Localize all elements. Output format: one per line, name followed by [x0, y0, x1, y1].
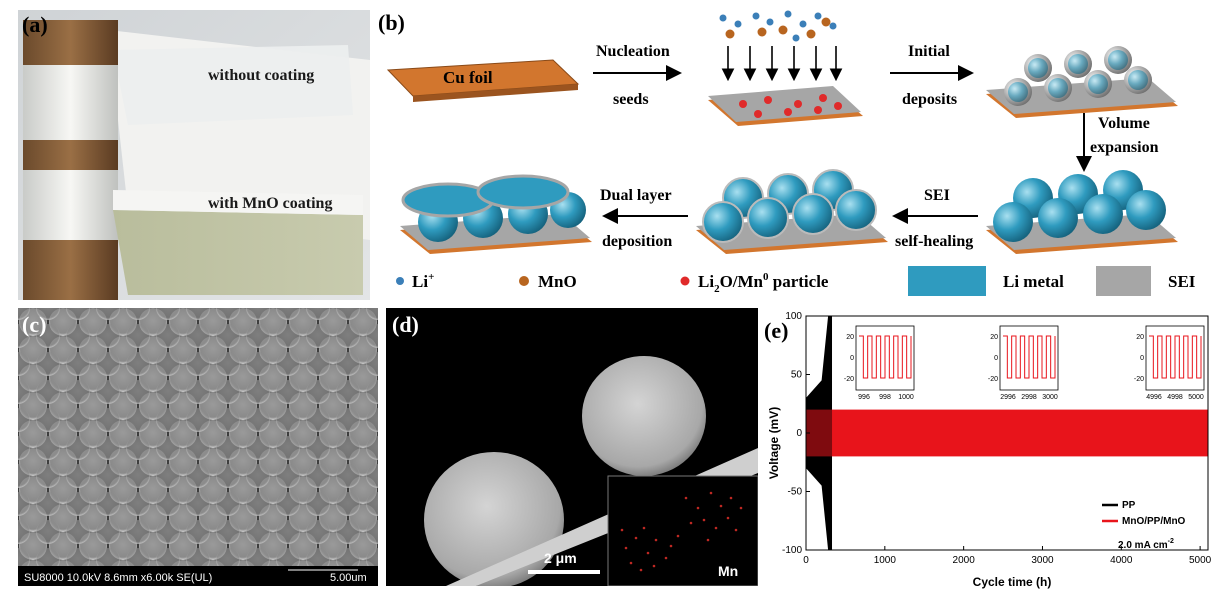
y-tick-label: 0: [796, 428, 802, 439]
chart-legend: PP MnO/PP/MnO 2.0 mA cm-2: [1102, 500, 1186, 551]
inset-x-tick-label: 3000: [1042, 394, 1058, 401]
sei-swatch: [1096, 266, 1151, 296]
legend-pp: PP: [1122, 500, 1136, 511]
mno-marker: [519, 276, 529, 286]
cu-foil-label: Cu foil: [443, 68, 493, 87]
y-tick-label: 50: [791, 370, 803, 381]
nucleation-label: Nucleation: [596, 43, 670, 60]
inset-y-tick-label: 0: [1140, 355, 1144, 362]
inset-y-tick-label: 20: [1136, 334, 1144, 341]
with-coating-label: with MnO coating: [208, 195, 332, 212]
eds-inset: [607, 475, 758, 586]
panel-b: Cu foil Nucleation seeds: [378, 8, 1212, 300]
inset-x-tick-label: 5000: [1188, 394, 1204, 401]
volume-label: Volume: [1098, 115, 1150, 132]
y-axis-label: Voltage (mV): [767, 407, 781, 479]
initial-label: Initial: [908, 43, 950, 60]
dual-layer-label: Dual layer: [600, 187, 672, 204]
inset-x-tick-label: 1000: [898, 394, 914, 401]
y-tick-label: -100: [782, 545, 802, 556]
seeds-label: seeds: [613, 91, 649, 108]
sem-image: SU8000 10.0kV 8.6mm x6.00k SE(UL) 5.00um: [18, 308, 378, 586]
seeds-plate: [708, 10, 863, 126]
deposition-label: deposition: [602, 233, 672, 250]
x-axis-label: Cycle time (h): [973, 575, 1052, 589]
panel-b-label: (b): [378, 10, 405, 35]
self-healing-plate: [696, 169, 888, 254]
mn-label: Mn: [718, 563, 738, 579]
sei-step-label: SEI: [924, 187, 950, 204]
expansion-plate: [986, 170, 1178, 254]
legend-sei: SEI: [1168, 272, 1196, 291]
mn-dots: [620, 491, 743, 572]
x-tick-label: 0: [803, 555, 809, 566]
inset-y-tick-label: 0: [850, 355, 854, 362]
panel-c: SU8000 10.0kV 8.6mm x6.00k SE(UL) 5.00um…: [18, 308, 378, 586]
dual-layer-plate: [400, 174, 592, 254]
legend-particle: Li2O/Mn0 particle: [698, 271, 829, 295]
inset-y-tick-label: 20: [990, 334, 998, 341]
panel-a-label: (a): [22, 12, 48, 37]
scale-bar: [528, 570, 600, 574]
inset-y-tick-label: -20: [1134, 376, 1144, 383]
panel-d-label: (d): [392, 312, 419, 337]
self-healing-label: self-healing: [895, 233, 973, 250]
legend-mno: MnO/PP/MnO: [1122, 516, 1186, 527]
without-coating-label: without coating: [208, 67, 314, 84]
li-metal-swatch: [908, 266, 986, 296]
panel-a: without coating with MnO coating (a): [18, 10, 370, 300]
inset-x-tick-label: 998: [879, 394, 891, 401]
x-tick-label: 2000: [953, 555, 976, 566]
sem-info: SU8000 10.0kV 8.6mm x6.00k SE(UL): [24, 572, 212, 584]
x-tick-label: 5000: [1189, 555, 1212, 566]
legend-li: Li+: [412, 271, 434, 291]
panel-c-label: (c): [22, 312, 47, 337]
current-label: 2.0 mA cm-2: [1118, 538, 1174, 551]
inset-y-tick-label: 0: [994, 355, 998, 362]
schematic-diagram: Cu foil Nucleation seeds: [386, 10, 1196, 296]
x-tick-label: 1000: [874, 555, 897, 566]
y-tick-label: 100: [785, 311, 802, 322]
series-mno-band: [806, 409, 1208, 457]
inset-x-tick-label: 2998: [1021, 394, 1037, 401]
tem-scale: 2 μm: [544, 550, 577, 566]
li-ion-marker: [396, 277, 404, 285]
inset-x-tick-label: 996: [858, 394, 870, 401]
inset-x-tick-label: 4996: [1146, 394, 1162, 401]
initial-deposits-plate: [986, 46, 1178, 118]
inset-y-tick-label: -20: [988, 376, 998, 383]
panel-d: Mn 2 μm (d): [386, 308, 758, 586]
inset-y-tick-label: -20: [844, 376, 854, 383]
particle-marker: [680, 276, 690, 286]
inset-x-tick-label: 2996: [1000, 394, 1016, 401]
deposits-label: deposits: [902, 91, 957, 108]
inset-wave: [859, 335, 912, 379]
y-tick-label: -50: [788, 487, 803, 498]
legend: Li+ MnO Li2O/Mn0 particle Li metal SEI: [396, 266, 1196, 296]
tem-image: Mn 2 μm: [424, 356, 758, 586]
legend-mno: MnO: [538, 272, 577, 291]
inset-wave: [1003, 335, 1056, 379]
cu-foil-plate: Cu foil: [386, 59, 580, 102]
legend-li-metal: Li metal: [1003, 272, 1064, 291]
x-tick-label: 3000: [1031, 555, 1054, 566]
inset-x-tick-label: 4998: [1167, 394, 1183, 401]
expansion-label: expansion: [1090, 139, 1159, 156]
sem-scale: 5.00um: [330, 572, 367, 584]
series-mno-overlay: [806, 409, 833, 457]
x-tick-label: 4000: [1110, 555, 1133, 566]
panel-e-label: (e): [764, 318, 789, 343]
inset-y-tick-label: 20: [846, 334, 854, 341]
inset-wave: [1149, 335, 1202, 379]
separator-photo: without coating with MnO coating: [18, 10, 370, 300]
